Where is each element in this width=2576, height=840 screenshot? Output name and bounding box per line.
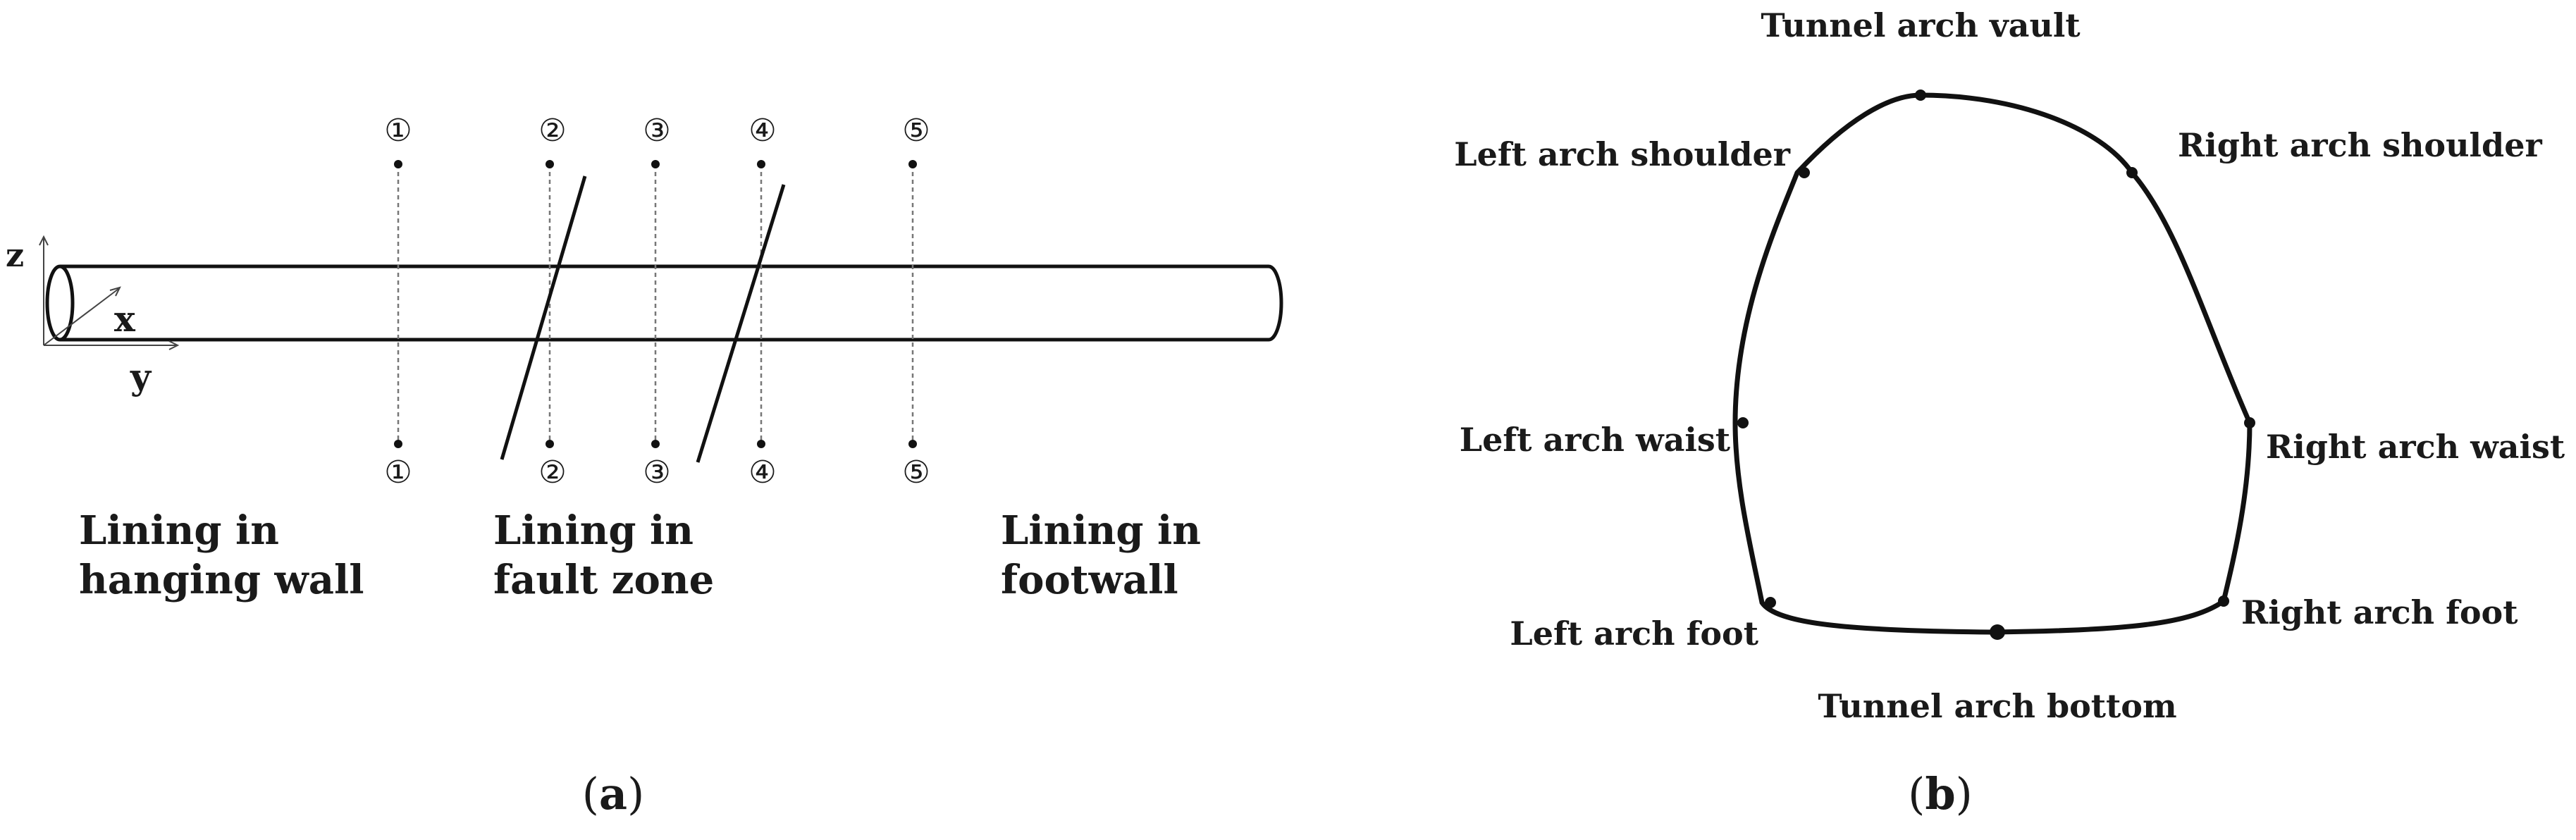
section-4-bottom-marker	[757, 440, 765, 448]
z-axis-label: z	[6, 236, 24, 274]
y-axis-arrow-icon	[168, 340, 180, 350]
panel-a: z x y ① ① ② ② ③ ③	[6, 113, 1283, 820]
section-1-top-label: ①	[384, 113, 412, 148]
x-axis-line	[43, 288, 119, 346]
coordinate-axes	[39, 235, 180, 350]
left-shoulder-label: Left arch shoulder	[1454, 135, 1791, 173]
section-5-bottom-label: ⑤	[902, 455, 930, 490]
section-5: ⑤ ⑤	[902, 113, 930, 490]
x-axis-label: x	[114, 298, 136, 340]
right-foot-point-marker	[2218, 595, 2229, 607]
left-shoulder-point-marker	[1799, 167, 1810, 178]
region-hanging-wall-label: Lining in hanging wall	[79, 507, 364, 603]
left-waist-point-marker	[1737, 417, 1749, 428]
y-axis-label: y	[130, 356, 152, 397]
vault-label: Tunnel arch vault	[1761, 6, 2081, 44]
region-fault-zone-label: Lining in fault zone	[493, 507, 714, 603]
svg-text:(b): (b)	[1908, 768, 1973, 820]
section-4-top-marker	[757, 160, 765, 168]
tunnel-tube	[45, 264, 1283, 342]
section-1-bottom-marker	[394, 440, 402, 448]
left-waist-label: Left arch waist	[1460, 421, 1731, 459]
bottom-point-marker	[1990, 624, 2005, 640]
section-5-bottom-marker	[908, 440, 917, 448]
region-footwall-label: Lining in footwall	[1001, 507, 1201, 603]
footwall-label-line1: Lining in	[1001, 507, 1201, 554]
section-2-bottom-marker	[546, 440, 554, 448]
panel-b: Tunnel arch vault Left arch shoulder Rig…	[1290, 0, 2576, 840]
x-axis-arrow-icon	[109, 286, 121, 297]
section-1: ① ①	[384, 113, 412, 490]
section-3-top-label: ③	[643, 113, 670, 148]
hanging-wall-label-line2: hanging wall	[79, 557, 364, 603]
right-shoulder-label: Right arch shoulder	[2178, 126, 2542, 164]
section-3: ③ ③	[643, 113, 670, 490]
section-2-top-marker	[546, 160, 554, 168]
caption-b-letter: b	[1925, 768, 1955, 820]
tunnel-longitudinal-diagram: z x y ① ① ② ② ③ ③	[6, 113, 1283, 820]
fault-zone-label-line1: Lining in	[493, 507, 694, 554]
tunnel-cross-section-outline	[1732, 92, 2253, 635]
section-2-top-label: ②	[538, 113, 566, 148]
footwall-label-line2: footwall	[1001, 557, 1178, 603]
section-3-top-marker	[651, 160, 660, 168]
section-1-top-marker	[394, 160, 402, 168]
section-3-bottom-marker	[651, 440, 660, 448]
right-waist-point-marker	[2244, 417, 2255, 428]
section-2: ② ②	[538, 113, 566, 490]
tunnel-cross-section-diagram: Tunnel arch vault Left arch shoulder Rig…	[1454, 6, 2565, 820]
section-4-top-label: ④	[748, 113, 776, 148]
right-shoulder-point-marker	[2126, 167, 2138, 178]
section-5-top-marker	[908, 160, 917, 168]
fault-line-left	[500, 175, 587, 460]
caption-a: (a)	[582, 768, 645, 820]
left-foot-label: Left arch foot	[1510, 614, 1758, 653]
monitoring-sections: ① ① ② ② ③ ③ ④ ④	[384, 113, 930, 490]
section-4-bottom-label: ④	[748, 455, 776, 490]
z-axis-arrow-icon	[39, 235, 49, 246]
right-foot-label: Right arch foot	[2241, 593, 2518, 631]
section-5-top-label: ⑤	[902, 113, 930, 148]
vault-point-marker	[1915, 89, 1926, 101]
right-waist-label: Right arch waist	[2266, 428, 2565, 466]
caption-b: (b)	[1908, 768, 1973, 820]
fault-line-right	[696, 184, 786, 463]
left-foot-point-marker	[1765, 597, 1776, 608]
caption-a-letter: a	[599, 768, 627, 820]
section-3-bottom-label: ③	[643, 455, 670, 490]
bottom-label: Tunnel arch bottom	[1818, 687, 2176, 725]
svg-text:(a): (a)	[582, 768, 645, 820]
section-1-bottom-label: ①	[384, 455, 412, 490]
fault-zone-label-line2: fault zone	[493, 557, 714, 603]
hanging-wall-label-line1: Lining in	[79, 507, 279, 554]
section-2-bottom-label: ②	[538, 455, 566, 490]
section-4: ④ ④	[748, 113, 776, 490]
